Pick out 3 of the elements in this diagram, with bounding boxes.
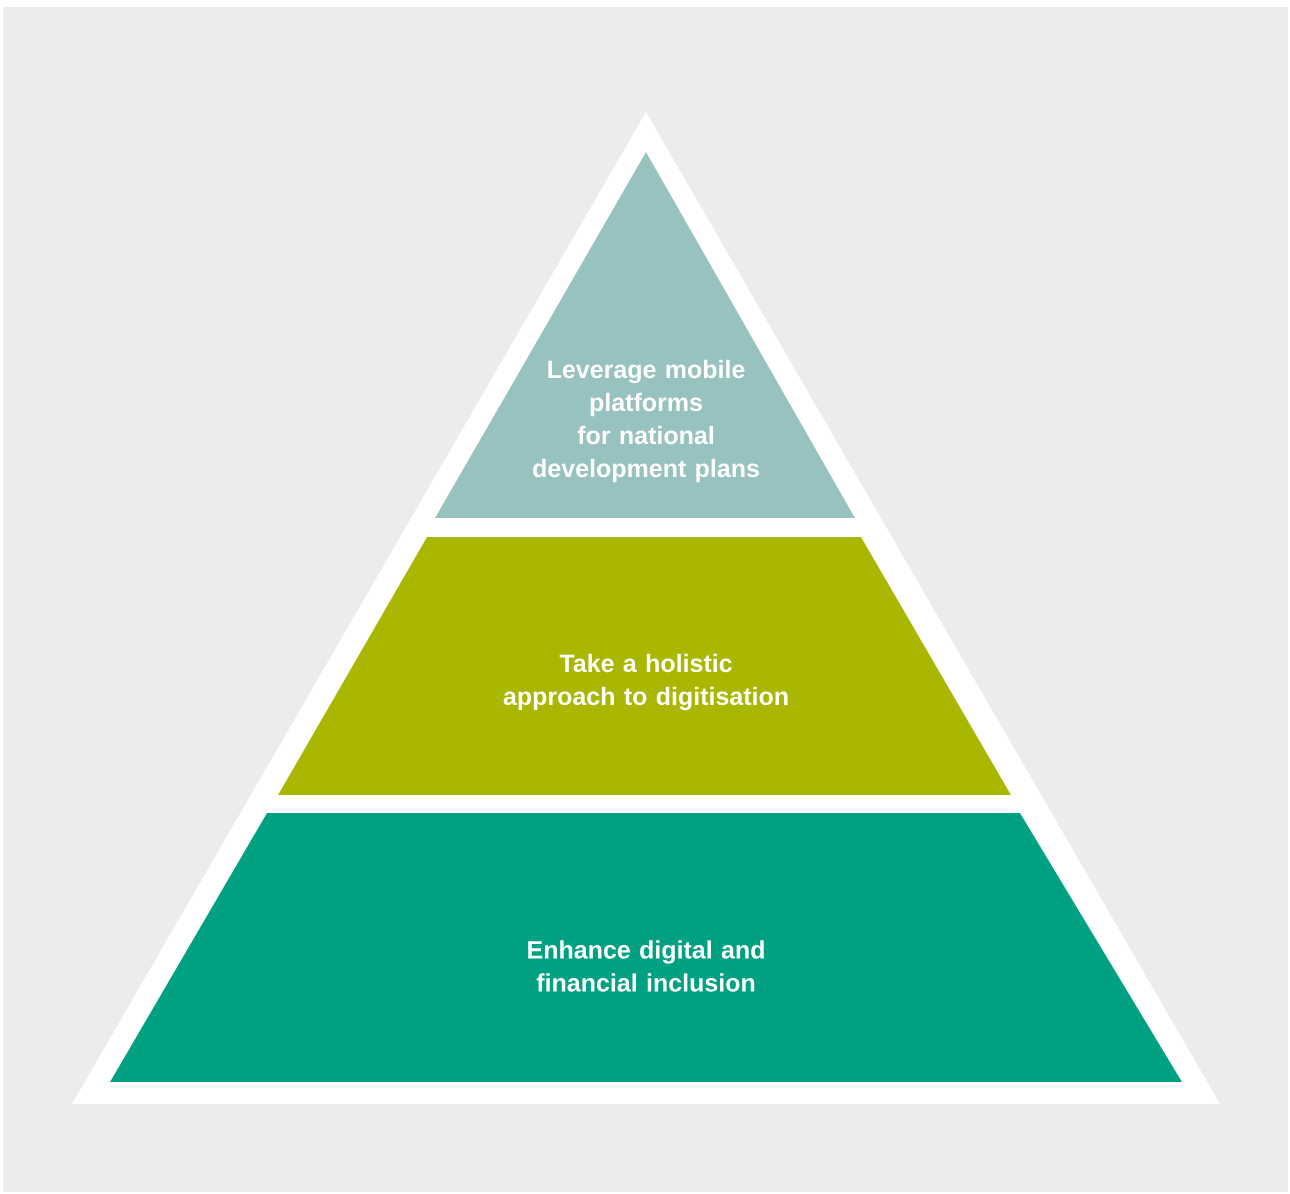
- pyramid-level: Leverage mobile platforms for national development plans: [435, 152, 855, 518]
- pyramid-level: Enhance digital and financial inclusion: [110, 813, 1182, 1082]
- pyramid-level: Take a holistic approach to digitisation: [278, 537, 1011, 795]
